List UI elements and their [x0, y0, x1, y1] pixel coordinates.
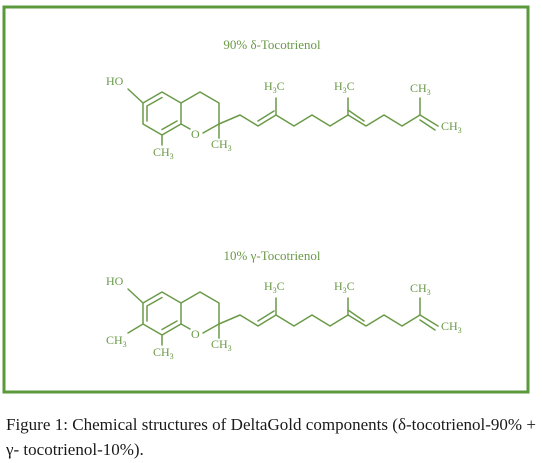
- c7-methyl-bond: [127, 323, 144, 334]
- hydroxyl-label: HO: [106, 74, 124, 88]
- c2-methyl-label: CH3: [211, 137, 232, 153]
- terminal-methyl-label-1: CH3: [410, 81, 431, 97]
- terminal-methyl-label-1: CH3: [410, 281, 431, 297]
- chain-methyl-label-2: H3C: [334, 79, 355, 95]
- delta-tocotrienol-structure: 90% δ-Tocotrienol HO CH3 O CH3 H3C H3C C…: [106, 37, 462, 161]
- side-chain: [218, 114, 439, 127]
- c7-methyl-label: CH3: [106, 333, 127, 349]
- figure-caption: Figure 1: Chemical structures of DeltaGo…: [6, 412, 536, 462]
- chain-methyl-bonds: [275, 97, 421, 116]
- chain-methyl-label-1: H3C: [264, 79, 285, 95]
- hydroxyl-bond: [127, 288, 144, 304]
- figure-panel: 90% δ-Tocotrienol HO CH3 O CH3 H3C H3C C…: [2, 5, 530, 394]
- chain-methyl-label-1: H3C: [264, 279, 285, 295]
- chain-methyl-label-2: H3C: [334, 279, 355, 295]
- pyran-oxygen-bonds: [180, 123, 220, 134]
- structures-diagram: 90% δ-Tocotrienol HO CH3 O CH3 H3C H3C C…: [2, 5, 530, 394]
- aromatic-inner-bonds: [146, 296, 178, 331]
- hydroxyl-label: HO: [106, 274, 124, 288]
- ring-oxygen-label: O: [191, 327, 200, 341]
- hydroxyl-bond: [127, 88, 144, 104]
- pyran-ring-bonds: [180, 91, 220, 125]
- gamma-tocotrienol-title: 10% γ-Tocotrienol: [224, 248, 321, 263]
- pyran-ring-bonds: [180, 291, 220, 325]
- methyl-label: CH3: [153, 145, 174, 161]
- caption-text: Chemical structures of DeltaGold compone…: [6, 415, 537, 459]
- chain-methyl-bonds: [275, 297, 421, 316]
- figure-border: [2, 5, 530, 394]
- side-chain: [218, 314, 439, 327]
- pyran-oxygen-bonds: [180, 323, 220, 334]
- methyl-label: CH3: [153, 345, 174, 361]
- c2-methyl-label: CH3: [211, 337, 232, 353]
- delta-tocotrienol-title: 90% δ-Tocotrienol: [223, 37, 321, 52]
- figure-label: Figure 1:: [6, 415, 68, 434]
- aromatic-ring: [142, 291, 182, 336]
- terminal-methyl-label-2: CH3: [441, 119, 462, 135]
- side-chain-double-bonds: [257, 309, 436, 331]
- side-chain-double-bonds: [257, 109, 436, 131]
- gamma-tocotrienol-structure: 10% γ-Tocotrienol HO CH3 CH3 O CH3 H3C H…: [106, 248, 462, 361]
- terminal-methyl-label-2: CH3: [441, 319, 462, 335]
- aromatic-ring: [142, 91, 182, 136]
- ring-oxygen-label: O: [191, 127, 200, 141]
- aromatic-inner-bonds: [146, 96, 178, 131]
